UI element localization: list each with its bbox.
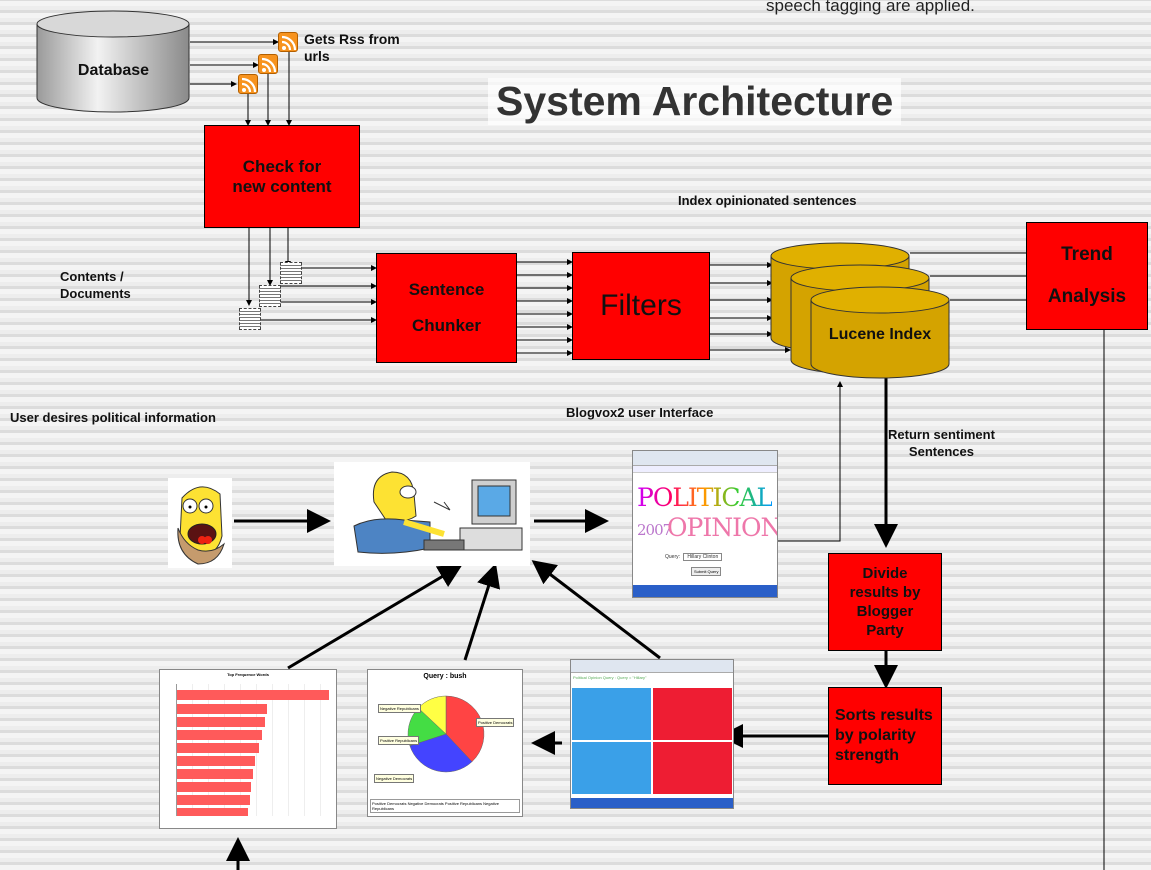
divide-results-box: Divide results by Blogger Party: [828, 553, 942, 651]
rss-icon: [258, 54, 278, 74]
browser-toolbar-2: [633, 466, 777, 473]
political-year: 2007: [637, 521, 672, 539]
bar: [177, 769, 253, 779]
bar-chart-panel: Top Frequence Words: [159, 669, 337, 829]
bar: [177, 743, 259, 753]
lucene-cylinder-front: Lucene Index: [810, 286, 950, 380]
bar: [177, 717, 265, 727]
bar: [177, 730, 262, 740]
homer-computer-icon: [334, 462, 530, 566]
blogvox-ui-screenshot: POLITICAL 2007 OPINIONS Query: Hillary C…: [632, 450, 778, 598]
divide-results-label: Divide results by Blogger Party: [849, 565, 921, 639]
bar: [177, 782, 251, 792]
results-taskbar: [571, 798, 733, 808]
sorts-results-box: Sorts results by polarity strength: [828, 687, 942, 785]
header-note: speech tagging are applied.: [766, 0, 975, 15]
contents-label: Contents / Documents: [60, 269, 131, 301]
pie-callout-label: Positive Democrats: [476, 718, 515, 727]
chunker-label-2: Chunker: [412, 316, 481, 335]
document-icon: [280, 262, 302, 284]
trend-analysis-box: Trend Analysis: [1026, 222, 1148, 330]
query-input[interactable]: Hillary Clinton: [683, 553, 723, 561]
rss-icon: [238, 74, 258, 94]
pie-chart: [407, 695, 485, 773]
bar: [177, 756, 255, 766]
filters-box: Filters: [572, 252, 710, 360]
pie-slice-negative-democrats: [409, 733, 473, 773]
index-label: Index opinionated sentences: [678, 193, 857, 208]
pie-callout-label: Negative Republicans: [378, 704, 421, 713]
results-screenshot: Political Opinion Query : Query = "Hilla…: [570, 659, 734, 809]
political-title-line1: POLITICAL 2007: [637, 483, 773, 539]
bar: [177, 795, 250, 805]
trend-label-2: Analysis: [1047, 286, 1127, 307]
check-content-label: Check for new content: [232, 156, 332, 196]
query-row: Query: Hillary Clinton: [665, 553, 723, 561]
results-red-cell: [652, 687, 733, 741]
query-label: Query:: [665, 554, 681, 560]
filters-label: Filters: [600, 289, 682, 322]
document-icon: [259, 285, 281, 307]
bar: [177, 704, 267, 714]
pie-callout-label: Negative Democrats: [374, 774, 415, 783]
results-title: Political Opinion Query : Query = "Hilla…: [573, 675, 647, 680]
bar-chart-title: Top Frequence Words: [227, 672, 269, 677]
database-cylinder: Database: [36, 10, 191, 114]
results-blue-cell: [571, 687, 652, 741]
political-title-line2: OPINIONS: [667, 513, 777, 542]
lucene-label: Lucene Index: [828, 326, 932, 343]
sorts-results-label: Sorts results by polarity strength: [835, 707, 933, 764]
rss-icon: [278, 32, 298, 52]
bar: [177, 808, 248, 816]
user-desires-label: User desires political information: [10, 410, 216, 425]
sentence-chunker-box: Sentence Chunker: [376, 253, 517, 363]
pie-chart-title: Query : bush: [423, 673, 467, 680]
submit-query-button[interactable]: Submit Query: [691, 567, 722, 576]
bar: [177, 690, 329, 700]
browser-toolbar: [633, 451, 777, 466]
results-toolbar: [571, 660, 733, 673]
taskbar: [633, 585, 777, 597]
rss-label: Gets Rss from urls: [304, 31, 400, 64]
pie-callout-label: Positive Republicans: [378, 736, 420, 745]
page-title: System Architecture: [488, 78, 902, 125]
results-blue-cell: [571, 741, 652, 795]
return-sentiment-label: Return sentiment Sentences: [888, 427, 995, 459]
trend-label-1: Trend: [1061, 244, 1113, 265]
chunker-label-1: Sentence: [408, 280, 485, 299]
homer-face-icon: [168, 478, 232, 568]
document-icon: [239, 308, 261, 330]
database-label: Database: [77, 62, 150, 79]
results-red-cell: [652, 741, 733, 795]
check-content-box: Check for new content: [204, 125, 360, 228]
pie-legend: Positive Democrats Negative Democrats Po…: [370, 799, 520, 813]
blogvox-label: Blogvox2 user Interface: [566, 405, 714, 420]
